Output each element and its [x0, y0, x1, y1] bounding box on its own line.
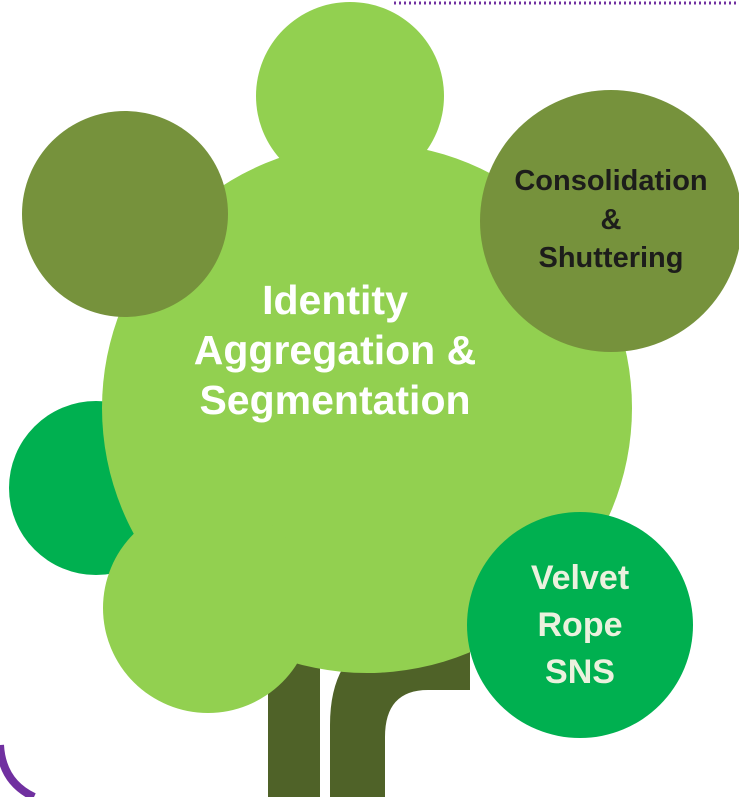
olive-circle-left — [22, 111, 228, 317]
bottom-left-corner-accent — [0, 744, 36, 797]
consolidation-label: Consolidation & Shuttering — [480, 162, 739, 278]
velvet-label-line-3: SNS — [545, 652, 615, 691]
consolidation-label-line-1: Consolidation — [514, 165, 708, 197]
main-label-line-1: Identity — [262, 277, 408, 323]
velvet-label-line-2: Rope — [537, 605, 623, 644]
consolidation-circle — [480, 90, 739, 352]
main-label-line-3: Segmentation — [199, 377, 471, 424]
consolidation-label-line-2: & — [600, 203, 622, 236]
velvet-rope-circle — [467, 512, 693, 738]
main-label: Identity Aggregation & Segmentation — [165, 275, 505, 425]
velvet-label-line-1: Velvet — [530, 559, 630, 597]
velvet-label: Velvet Rope SNS — [490, 555, 670, 696]
main-label-line-2: Aggregation & — [193, 327, 477, 374]
consolidation-label-line-3: Shuttering — [538, 242, 684, 275]
